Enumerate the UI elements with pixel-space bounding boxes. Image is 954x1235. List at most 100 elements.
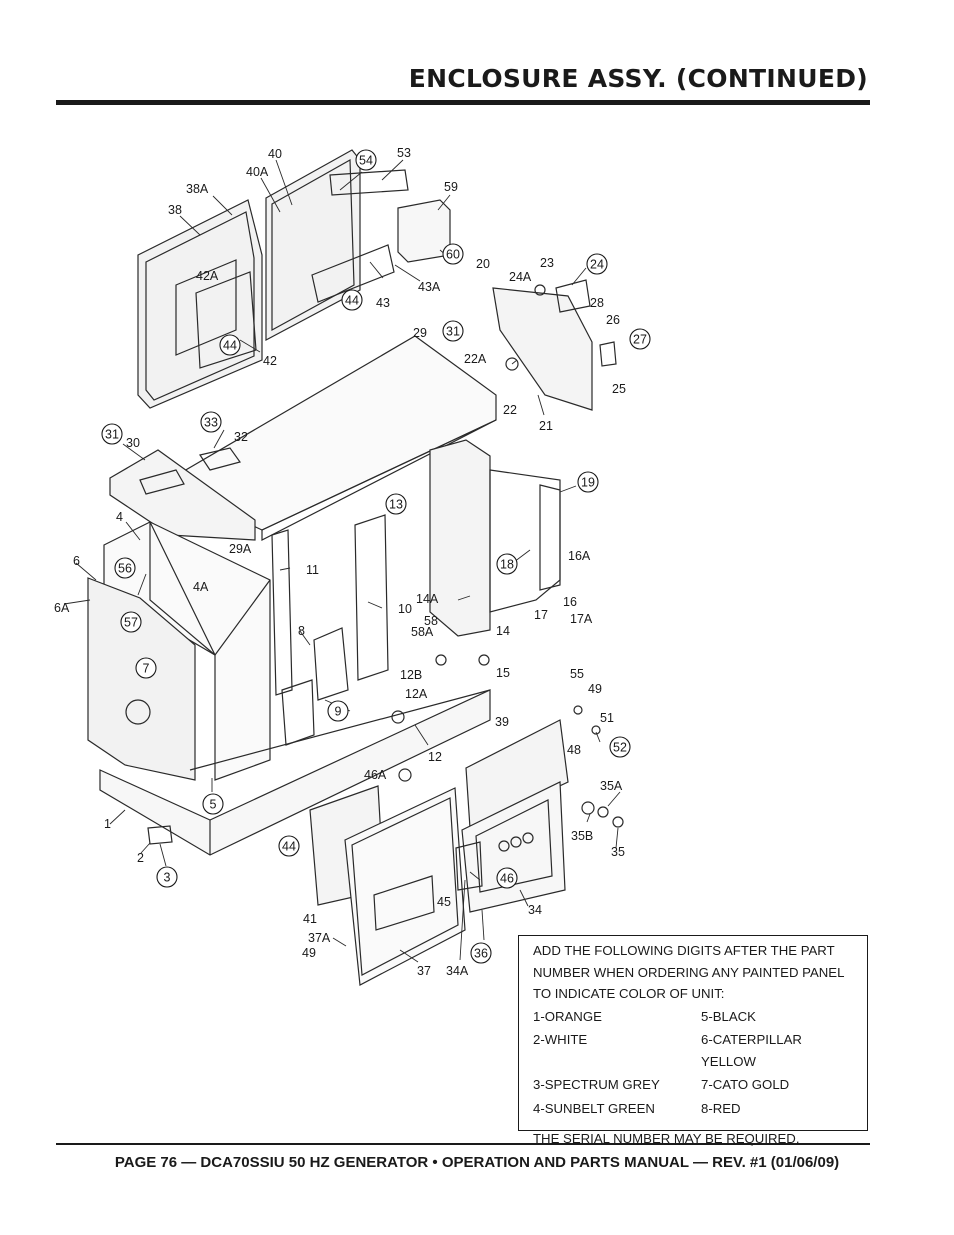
color-code: 2-WHITE xyxy=(533,1032,588,1047)
part-label: 40A xyxy=(246,165,269,179)
color-code: 5-BLACK xyxy=(701,1008,756,1024)
part-label: 37 xyxy=(417,964,431,978)
part-label: 5 xyxy=(210,798,217,812)
part-label: 59 xyxy=(444,180,458,194)
part-label: 49 xyxy=(302,946,316,960)
part-label: 4 xyxy=(116,510,123,524)
footer-rule xyxy=(56,1143,870,1145)
part-label: 54 xyxy=(359,154,373,168)
part-label: 29 xyxy=(413,326,427,340)
part-label: 25 xyxy=(612,382,626,396)
part-label: 30 xyxy=(126,436,140,450)
part-outlines xyxy=(87,149,624,986)
part-label: 34 xyxy=(528,903,542,917)
part-label: 41 xyxy=(303,912,317,926)
part-label: 19 xyxy=(581,476,595,490)
part-label: 44 xyxy=(282,840,296,854)
part-label: 24A xyxy=(509,270,532,284)
part-label: 26 xyxy=(606,313,620,327)
part-label: 58A xyxy=(411,625,434,639)
part-label: 9 xyxy=(335,705,342,719)
part-label: 12A xyxy=(405,687,428,701)
enclosure-exploded-diagram: 40 40A 38A 38 53 59 42A 43A 43 42 20 23 … xyxy=(54,146,651,986)
part-label: 32 xyxy=(234,430,248,444)
part-label: 56 xyxy=(118,562,132,576)
part-label: 11 xyxy=(306,563,319,577)
part-label: 16 xyxy=(563,595,577,609)
part-label: 57 xyxy=(124,616,138,630)
part-label: 35B xyxy=(571,829,593,843)
part-label: 29A xyxy=(229,542,252,556)
part-label: 17 xyxy=(534,608,548,622)
part-label: 39 xyxy=(495,715,509,729)
part-label: 40 xyxy=(268,147,282,161)
part-label: 58 xyxy=(424,614,438,628)
circled-part-number-labels xyxy=(101,149,651,964)
page-footer: PAGE 76 — DCA70SSIU 50 HZ GENERATOR • OP… xyxy=(114,1154,840,1171)
part-label: 33 xyxy=(204,416,218,430)
part-label: 12B xyxy=(400,668,422,682)
part-label: 8 xyxy=(298,624,305,638)
part-label: 3 xyxy=(164,871,171,885)
part-label: 13 xyxy=(389,498,403,512)
color-code: 8-RED xyxy=(701,1100,741,1116)
color-code: 4-SUNBELT GREEN xyxy=(533,1100,655,1116)
part-label: 51 xyxy=(600,711,614,725)
part-label: 34A xyxy=(446,964,469,978)
part-label: 31 xyxy=(446,325,460,339)
part-label: 14 xyxy=(496,624,510,638)
part-label: 42 xyxy=(263,354,277,368)
part-label: 44 xyxy=(345,294,359,308)
part-label: 17A xyxy=(570,612,593,626)
part-label: 46 xyxy=(500,872,514,886)
part-label: 44 xyxy=(223,339,237,353)
part-label: 10 xyxy=(398,602,412,616)
part-label: 7 xyxy=(143,662,150,676)
part-label: 35 xyxy=(611,845,625,859)
part-label: 27 xyxy=(633,333,647,347)
color-code: 1-ORANGE xyxy=(533,1008,602,1024)
color-code: 6-CATERPILLAR YELLOW xyxy=(701,1032,802,1069)
part-label: 36 xyxy=(474,947,488,961)
serial-number-note: THE SERIAL NUMBER MAY BE REQUIRED. xyxy=(533,1131,800,1146)
part-label: 22 xyxy=(503,403,517,417)
part-label: 12 xyxy=(428,750,442,764)
part-label: 28 xyxy=(590,296,604,310)
part-label: 46A xyxy=(364,768,387,782)
part-label: 55 xyxy=(570,667,584,681)
part-label: 52 xyxy=(613,741,627,755)
color-code-list: 1-ORANGE 5-BLACK 2-WHITE 6-CATERPILLAR Y… xyxy=(533,1006,857,1120)
part-label: 21 xyxy=(539,419,553,433)
part-label: 6 xyxy=(73,554,80,568)
part-label: 22A xyxy=(464,352,487,366)
part-label: 6A xyxy=(54,601,70,615)
part-label: 60 xyxy=(446,248,460,262)
part-label: 35A xyxy=(600,779,623,793)
part-label: 16A xyxy=(568,549,591,563)
part-label: 43 xyxy=(376,296,390,310)
part-label: 24 xyxy=(590,258,604,272)
part-label: 23 xyxy=(540,256,554,270)
color-code-note: ADD THE FOLLOWING DIGITS AFTER THE PART … xyxy=(518,935,868,1146)
part-label: 1 xyxy=(104,817,111,831)
part-label: 43A xyxy=(418,280,441,294)
part-label: 15 xyxy=(496,666,510,680)
color-code: 7-CATO GOLD xyxy=(701,1077,790,1092)
part-label: 45 xyxy=(437,895,451,909)
part-label: 38 xyxy=(168,203,182,217)
part-label: 14A xyxy=(416,592,439,606)
part-label: 48 xyxy=(567,743,581,757)
color-note-intro: ADD THE FOLLOWING DIGITS AFTER THE PART … xyxy=(533,943,844,1001)
part-label: 31 xyxy=(105,428,119,442)
circled-label-text: 54 60 44 44 24 27 31 31 33 19 13 18 56 5… xyxy=(105,154,647,961)
part-label: 38A xyxy=(186,182,209,196)
color-code: 3-SPECTRUM GREY xyxy=(533,1077,660,1092)
part-label: 2 xyxy=(137,851,144,865)
part-label: 37A xyxy=(308,931,331,945)
part-label: 18 xyxy=(500,558,514,572)
header-rule xyxy=(56,100,870,105)
part-label: 53 xyxy=(397,146,411,160)
part-label: 49 xyxy=(588,682,602,696)
page-title: ENCLOSURE ASSY. (CONTINUED) xyxy=(408,64,868,93)
part-label: 42A xyxy=(196,269,219,283)
